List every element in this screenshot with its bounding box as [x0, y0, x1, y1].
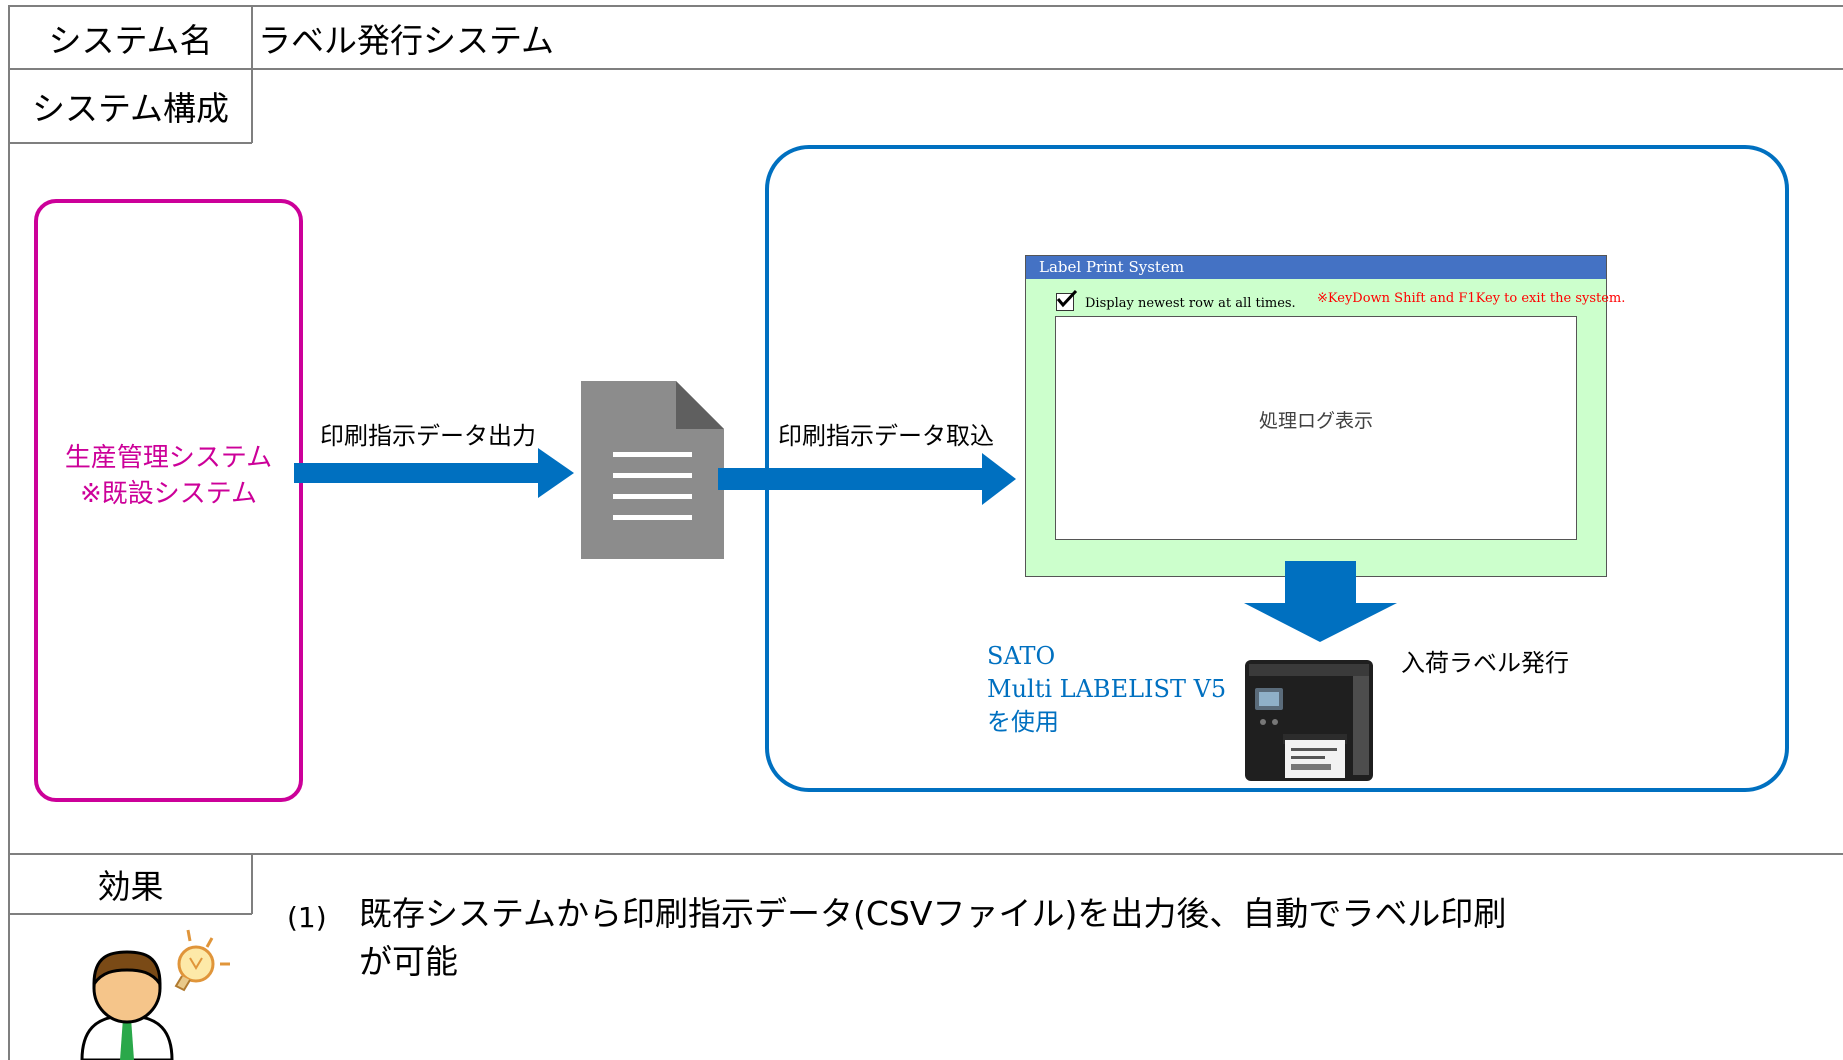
printer-image: [1245, 660, 1373, 781]
effect-item-1-line1: 既存システムから印刷指示データ(CSVファイル)を出力後、自動でラベル印刷: [359, 894, 1507, 933]
existing-system-box: [34, 199, 303, 802]
effect-item-1-number: (1): [287, 901, 327, 934]
exit-notice: ※KeyDown Shift and F1Key to exit the sys…: [1317, 291, 1626, 306]
document-icon: [581, 381, 724, 559]
window-title-bar: Label Print System: [1026, 256, 1606, 279]
table-top-border: [8, 5, 1843, 7]
effect-label-divider: [251, 853, 253, 914]
label-print-window: Label Print System Display newest row at…: [1025, 255, 1625, 577]
effect-label-bottom-border: [8, 913, 252, 915]
existing-system-line2: ※既設システム: [79, 479, 257, 509]
row1-bottom-border: [8, 68, 1843, 70]
arrow-down: [1244, 561, 1397, 642]
idea-person-icon: [80, 929, 230, 1060]
system-config-label: システム構成: [31, 89, 229, 128]
printer-note-line1: SATO: [987, 642, 1056, 670]
table-left-border: [8, 5, 10, 1060]
newest-row-checkbox[interactable]: [1056, 290, 1078, 311]
printer-note-line2: Multi LABELIST V5: [987, 675, 1227, 703]
log-area[interactable]: 処理ログ表示: [1055, 316, 1577, 540]
row2-bottom-border: [8, 853, 1843, 855]
arrow-import: [718, 453, 1016, 505]
arrow-output-label: 印刷指示データ出力: [320, 422, 536, 450]
existing-system-line1: 生産管理システム: [64, 443, 273, 473]
printer-note: SATO Multi LABELIST V5 を使用: [987, 640, 1226, 739]
arrow-output: [294, 448, 574, 498]
row1-divider: [251, 5, 253, 69]
system-name-value: ラベル発行システム: [258, 20, 555, 60]
row2-label-divider: [251, 68, 253, 143]
row2-label-bottom-border: [8, 142, 252, 144]
effect-item-1-line2: が可能: [359, 942, 458, 981]
checkmark-icon: [1056, 290, 1078, 308]
arrow-import-label: 印刷指示データ取込: [778, 422, 994, 450]
effect-label: 効果: [97, 867, 164, 906]
system-name-label: システム名: [48, 20, 213, 60]
checkbox-label: Display newest row at all times.: [1085, 296, 1296, 311]
printer-output-label: 入荷ラベル発行: [1401, 649, 1569, 677]
existing-system-label: 生産管理システム ※既設システム: [34, 440, 303, 512]
window-title: Label Print System: [1039, 258, 1185, 276]
printer-note-line3: を使用: [987, 708, 1059, 736]
new-system-frame: [765, 145, 1789, 792]
log-area-text: 処理ログ表示: [1258, 410, 1373, 432]
